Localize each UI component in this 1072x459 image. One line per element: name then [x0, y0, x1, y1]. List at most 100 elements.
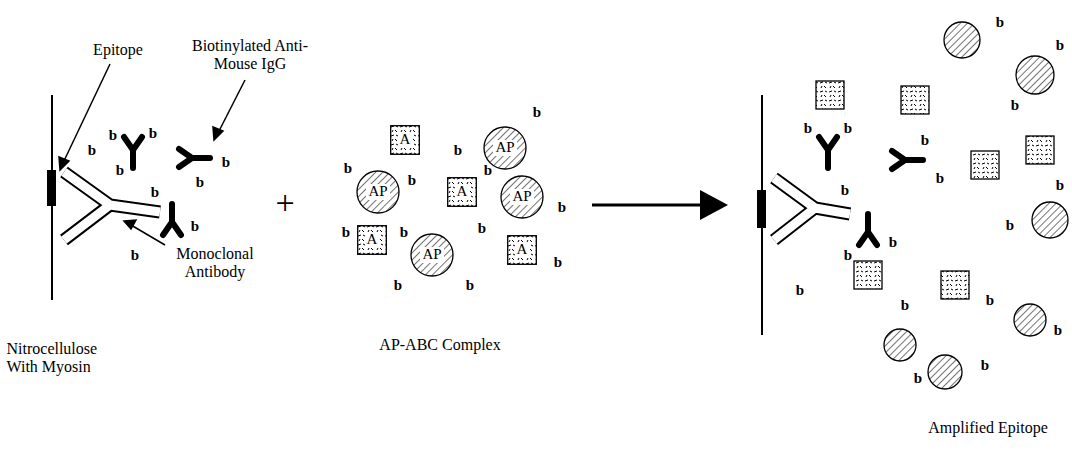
- biotin-label: b: [196, 175, 204, 190]
- igg-symbol: [124, 137, 142, 168]
- igg-symbol: [179, 149, 210, 167]
- biotin-label: b: [914, 371, 922, 386]
- igg-symbol: [892, 151, 923, 169]
- circle-outline: [484, 127, 526, 169]
- biotin-label: b: [1056, 38, 1064, 53]
- node-text: A: [455, 184, 470, 200]
- avidin-square: [941, 271, 969, 299]
- biotin-label: b: [804, 121, 812, 136]
- biotin-label: b: [533, 105, 541, 120]
- part-label: Biotinylated Anti-Mouse IgG: [185, 37, 315, 74]
- biotin-label: b: [1056, 178, 1064, 193]
- reaction-arrowhead: [700, 190, 728, 220]
- monoclonal-antibody: [64, 172, 160, 240]
- leader-arrowhead: [124, 220, 136, 229]
- node-text: A: [515, 242, 530, 258]
- avidin-square: A: [507, 235, 537, 265]
- biotin-label: b: [478, 221, 486, 236]
- biotin-label: b: [191, 219, 199, 234]
- avidin-square: [901, 86, 929, 114]
- biotin-label: b: [996, 15, 1004, 30]
- ap-circle: AP: [500, 175, 544, 219]
- igg-symbol: [163, 204, 181, 235]
- ap-circle: [1014, 304, 1046, 336]
- biotin-label: b: [454, 143, 462, 158]
- biotin-label: b: [1006, 218, 1014, 233]
- biotin-label: b: [344, 161, 352, 176]
- avidin-square: [854, 261, 882, 289]
- leader-arrowhead: [59, 157, 69, 170]
- epitope-block: [757, 190, 766, 228]
- square-outline: [358, 226, 387, 255]
- biotin-label: b: [222, 155, 230, 170]
- leader-line: [63, 64, 110, 163]
- leader-arrowhead: [213, 127, 223, 140]
- biotin-label: b: [936, 171, 944, 186]
- biotin-label: b: [131, 248, 139, 263]
- monoclonal-antibody: [774, 178, 850, 240]
- part-label: Monoclonal Antibody: [168, 245, 263, 282]
- square-outline: [391, 126, 420, 155]
- part-label: Epitope: [93, 41, 143, 59]
- node-text: AP: [366, 184, 389, 200]
- biotin-label: b: [901, 298, 909, 313]
- biotin-label: b: [844, 248, 852, 263]
- biotin-label: b: [88, 143, 96, 158]
- avidin-square: A: [357, 225, 387, 255]
- biotin-label: b: [151, 185, 159, 200]
- igg-symbol: [819, 137, 837, 168]
- ap-circle: [928, 355, 962, 389]
- biotin-label: b: [109, 128, 117, 143]
- part-label: Amplified Epitope: [928, 419, 1048, 437]
- circle-outline: [411, 234, 453, 276]
- node-text: AP: [493, 140, 516, 156]
- circle-outline: [357, 171, 399, 213]
- plus-sign: +: [275, 183, 294, 222]
- biotin-label: b: [394, 278, 402, 293]
- reaction-arrow: [592, 204, 702, 207]
- biotin-label: b: [400, 225, 408, 240]
- avidin-square: [1026, 136, 1054, 164]
- ap-circle: [944, 22, 980, 58]
- square-outline: [508, 236, 537, 265]
- node-text: AP: [510, 189, 533, 205]
- biotin-label: b: [1054, 323, 1062, 338]
- biotin-label: b: [408, 173, 416, 188]
- square-outline: [448, 178, 477, 207]
- biotin-label: b: [921, 133, 929, 148]
- leader-line: [218, 80, 245, 133]
- ap-circle: [884, 329, 916, 361]
- ap-circle: [1016, 56, 1054, 94]
- avidin-square: A: [390, 125, 420, 155]
- biotin-label: b: [116, 163, 124, 178]
- biotin-label: b: [342, 225, 350, 240]
- part-label: AP-ABC Complex: [379, 336, 500, 354]
- biotin-label: b: [1011, 98, 1019, 113]
- biotin-label: b: [981, 358, 989, 373]
- biotin-label: b: [554, 255, 562, 270]
- node-text: A: [365, 232, 380, 248]
- biotin-label: b: [844, 121, 852, 136]
- ap-circle: AP: [483, 126, 527, 170]
- biotin-label: b: [466, 278, 474, 293]
- epitope-block: [47, 170, 56, 206]
- avidin-square: [971, 151, 999, 179]
- biotin-label: b: [986, 293, 994, 308]
- biotin-label: b: [796, 283, 804, 298]
- node-text: A: [398, 132, 413, 148]
- avidin-square: [816, 81, 844, 109]
- avidin-square: A: [447, 177, 477, 207]
- ap-circle: AP: [356, 170, 400, 214]
- ap-circle: AP: [410, 233, 454, 277]
- node-text: AP: [420, 247, 443, 263]
- biotin-label: b: [841, 183, 849, 198]
- biotin-label: b: [889, 235, 897, 250]
- biotin-label: b: [558, 200, 566, 215]
- leader-line: [131, 225, 165, 245]
- biotin-label: b: [484, 163, 492, 178]
- circle-outline: [501, 176, 543, 218]
